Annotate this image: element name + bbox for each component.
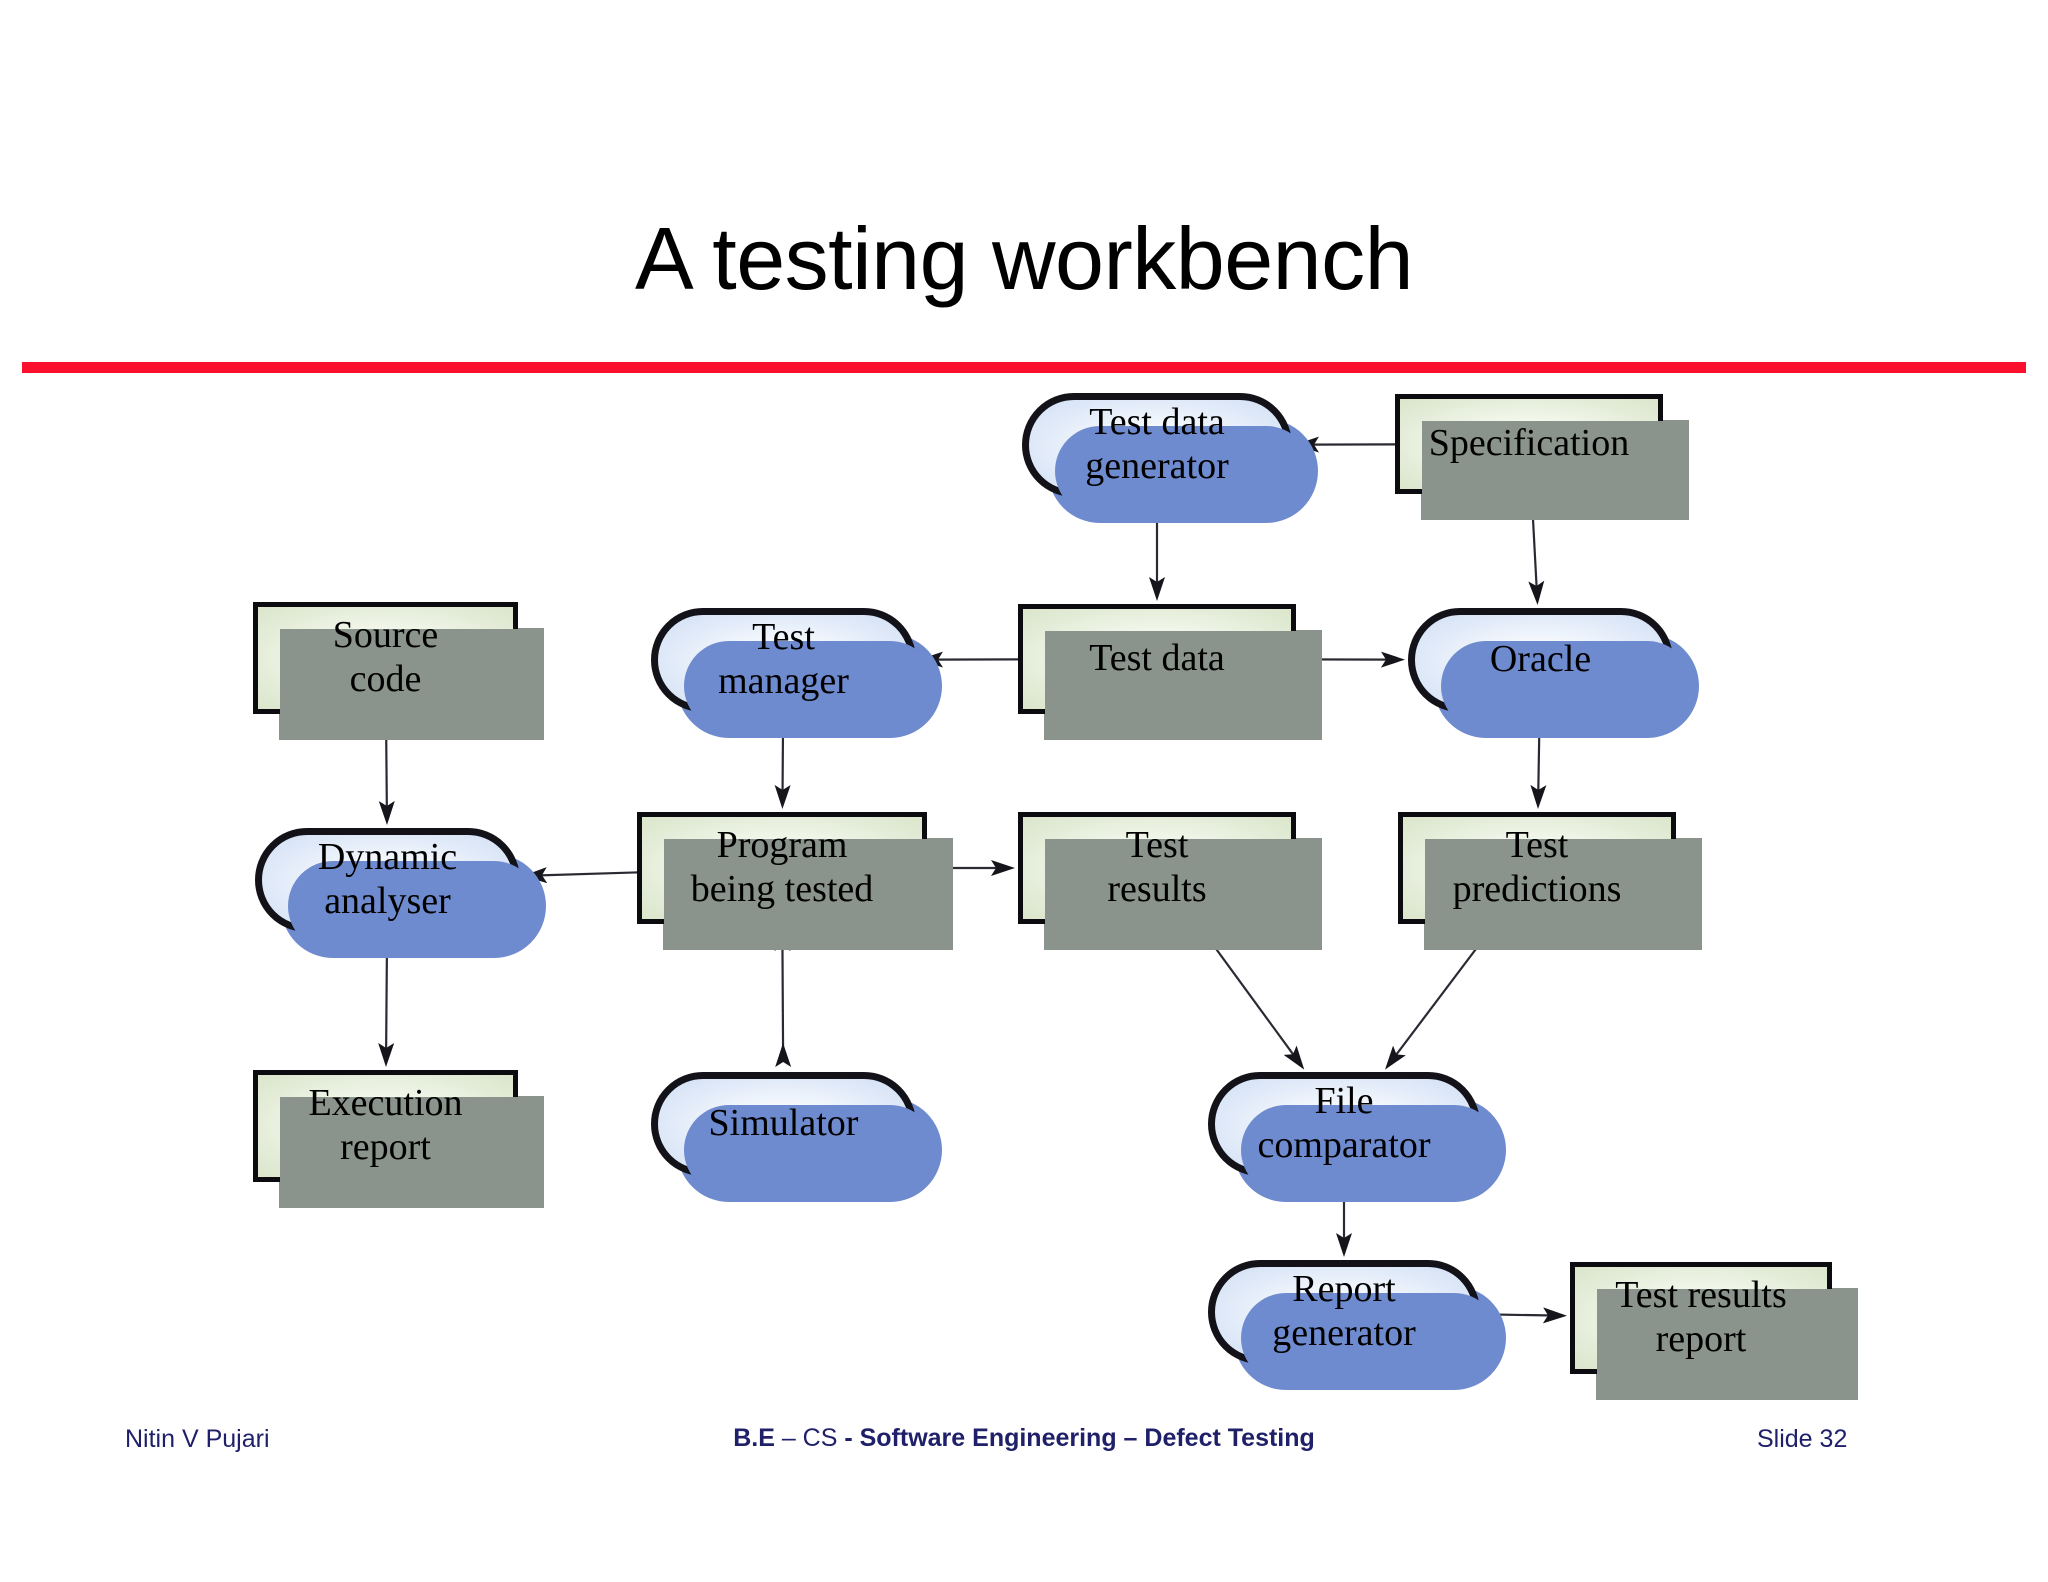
footer-course-cs: – CS bbox=[781, 1424, 845, 1452]
node-test-data: Test data bbox=[1018, 604, 1313, 731]
page-title: A testing workbench bbox=[634, 209, 1414, 308]
edge-simulator-to-program-being-tested bbox=[774, 926, 792, 1068]
footer-course-be: B.E bbox=[733, 1424, 782, 1452]
footer-slide-number: Slide 32 bbox=[1757, 1425, 1848, 1453]
node-label-simulator: Simulator bbox=[708, 1102, 859, 1145]
node-specification: Specification bbox=[1395, 394, 1680, 511]
node-oracle: Oracle bbox=[1408, 608, 1692, 731]
title-divider-rule bbox=[22, 362, 2026, 373]
footer-course-subject: - Software Engineering – Defect Testing bbox=[844, 1424, 1315, 1452]
node-label-test-data: Test data bbox=[1089, 637, 1225, 680]
node-simulator: Simulator bbox=[651, 1072, 935, 1195]
node-label-oracle: Oracle bbox=[1489, 638, 1592, 681]
footer-author: Nitin V Pujari bbox=[125, 1425, 270, 1453]
node-label-specification: Specification bbox=[1428, 422, 1630, 465]
footer-course-label: B.E – CS - Software Engineering – Defect… bbox=[0, 1424, 2048, 1453]
edge-program-being-tested-to-dynamic-analyser bbox=[522, 867, 638, 884]
